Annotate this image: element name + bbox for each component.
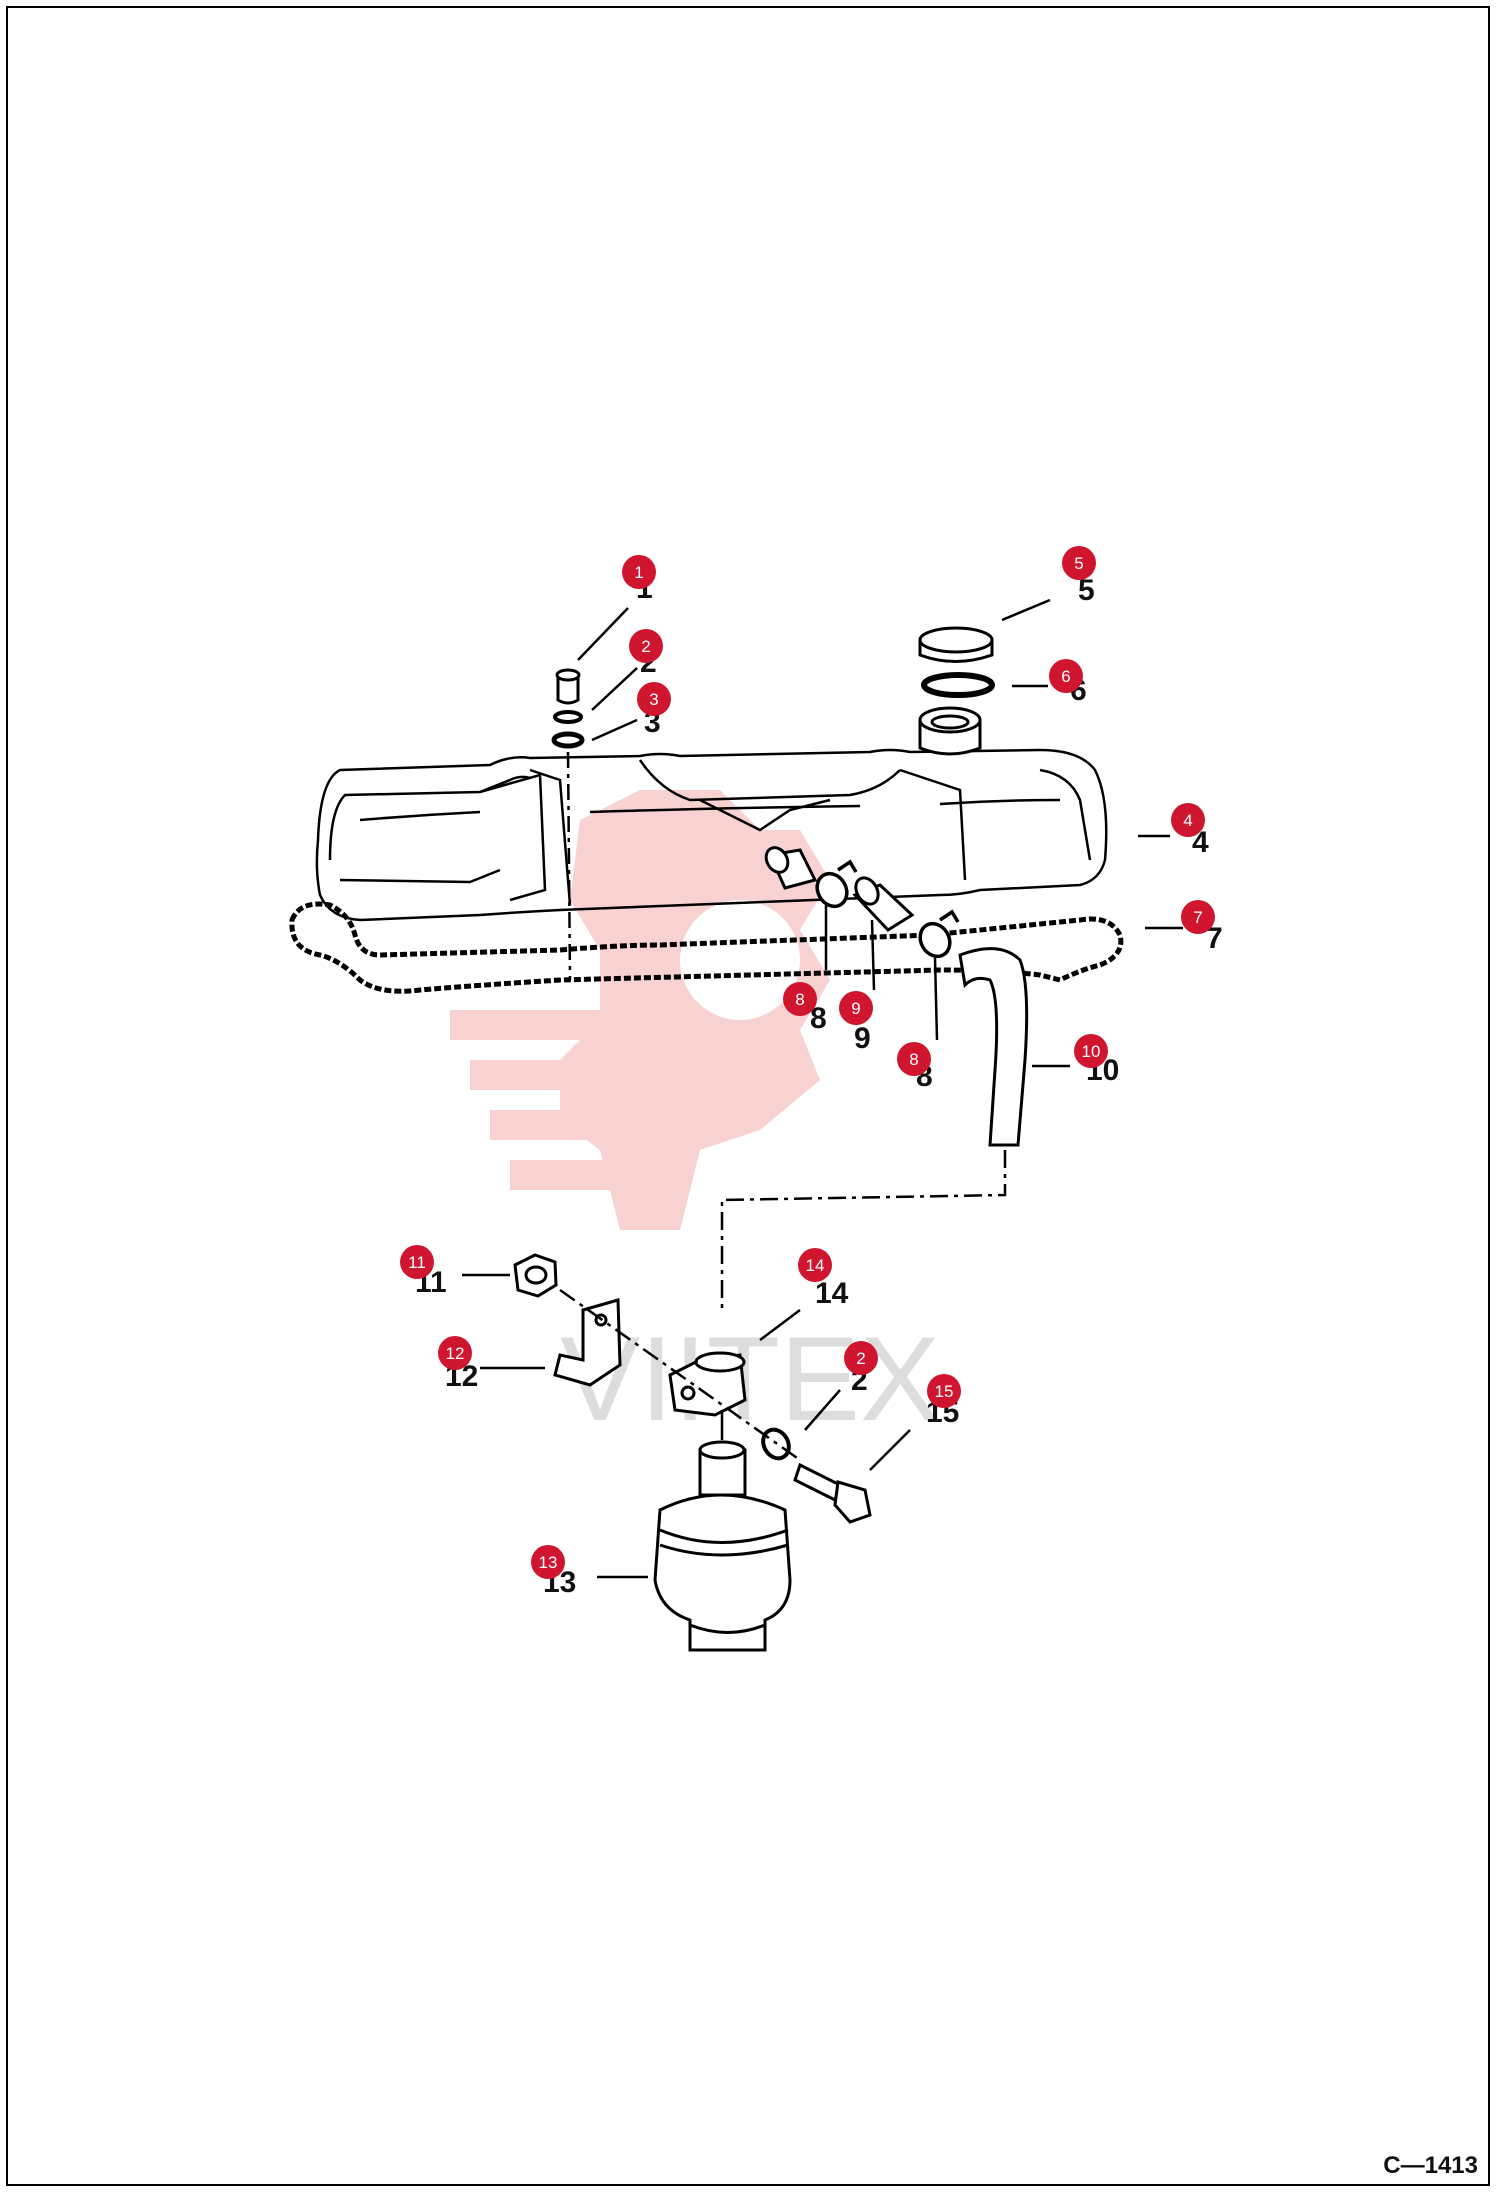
mounting-nut	[513, 1253, 558, 1298]
callout-marker-12[interactable]: 12	[438, 1336, 472, 1370]
callout-label-8: 8	[810, 1002, 827, 1035]
hose-routing-line	[720, 1150, 1007, 1310]
callout-marker-2[interactable]: 2	[629, 629, 663, 663]
callout-marker-4-text: 4	[1183, 811, 1192, 830]
callout-marker-6-text: 6	[1061, 667, 1070, 686]
breather-fitting	[764, 846, 818, 890]
callout-marker-9[interactable]: 9	[839, 991, 873, 1025]
cover-bolt-washer	[553, 710, 583, 724]
callout-marker-14-text: 14	[806, 1256, 825, 1275]
leader-lines	[462, 598, 1183, 1579]
callout-marker-5[interactable]: 5	[1062, 546, 1096, 580]
callout-label-7: 7	[1206, 922, 1223, 955]
drawing-number: C—1413	[1383, 2152, 1478, 2179]
clamp-axis-line	[559, 1288, 801, 1462]
callout-marker-2-text: 2	[641, 637, 650, 656]
callout-marker-8[interactable]: 8	[783, 982, 817, 1016]
callout-marker-12-text: 12	[446, 1344, 465, 1363]
callout-marker-2b-text: 2	[856, 1349, 865, 1368]
filler-neck	[918, 706, 982, 756]
callout-label-5: 5	[1078, 574, 1095, 607]
filler-cap-o-ring	[921, 672, 995, 698]
callout-marker-15[interactable]: 15	[927, 1374, 961, 1408]
clamp-bolt	[793, 1462, 872, 1524]
callout-marker-11[interactable]: 11	[400, 1245, 434, 1279]
bolt-centerline	[566, 751, 572, 981]
breather-hose	[958, 947, 1029, 1147]
callout-marker-7[interactable]: 7	[1181, 900, 1215, 934]
watermark-gear	[450, 790, 830, 1230]
mounting-bracket	[553, 1298, 622, 1387]
callout-marker-1[interactable]: 1	[622, 555, 656, 589]
callout-marker-8b[interactable]: 8	[897, 1042, 931, 1076]
valve-cover	[315, 748, 1108, 922]
breather-short-hose	[852, 876, 915, 932]
callout-marker-14[interactable]: 14	[798, 1248, 832, 1282]
callout-marker-5-text: 5	[1074, 554, 1083, 573]
callout-marker-3-text: 3	[649, 690, 658, 709]
callout-label-9: 9	[854, 1022, 871, 1055]
breather-hose-clamp-upper	[815, 859, 858, 909]
callout-marker-1-text: 1	[634, 563, 643, 582]
callout-marker-10[interactable]: 10	[1074, 1034, 1108, 1068]
callout-marker-9-text: 9	[851, 999, 860, 1018]
callout-marker-10-text: 10	[1082, 1042, 1101, 1061]
callout-marker-4[interactable]: 4	[1171, 803, 1205, 837]
callout-marker-7-text: 7	[1193, 908, 1202, 927]
callout-marker-6[interactable]: 6	[1049, 659, 1083, 693]
cover-bolt-seal-washer	[551, 731, 585, 749]
breather-clamp	[668, 1351, 747, 1417]
callout-marker-13[interactable]: 13	[531, 1545, 565, 1579]
callout-marker-3[interactable]: 3	[637, 682, 671, 716]
valve-cover-gasket	[289, 901, 1124, 994]
filler-cap	[918, 626, 994, 663]
breather-hose-clamp-lower	[918, 909, 960, 959]
callout-marker-15-text: 15	[935, 1382, 954, 1401]
callout-marker-8-text: 8	[795, 990, 804, 1009]
breather-separator	[653, 1440, 792, 1652]
callout-label-14: 14	[815, 1277, 849, 1310]
callout-marker-13-text: 13	[539, 1553, 558, 1572]
callout-marker-11-text: 11	[408, 1253, 426, 1272]
cover-bolt	[555, 668, 581, 705]
callout-marker-8b-text: 8	[909, 1050, 918, 1069]
callout-marker-2b[interactable]: 2	[844, 1341, 878, 1375]
